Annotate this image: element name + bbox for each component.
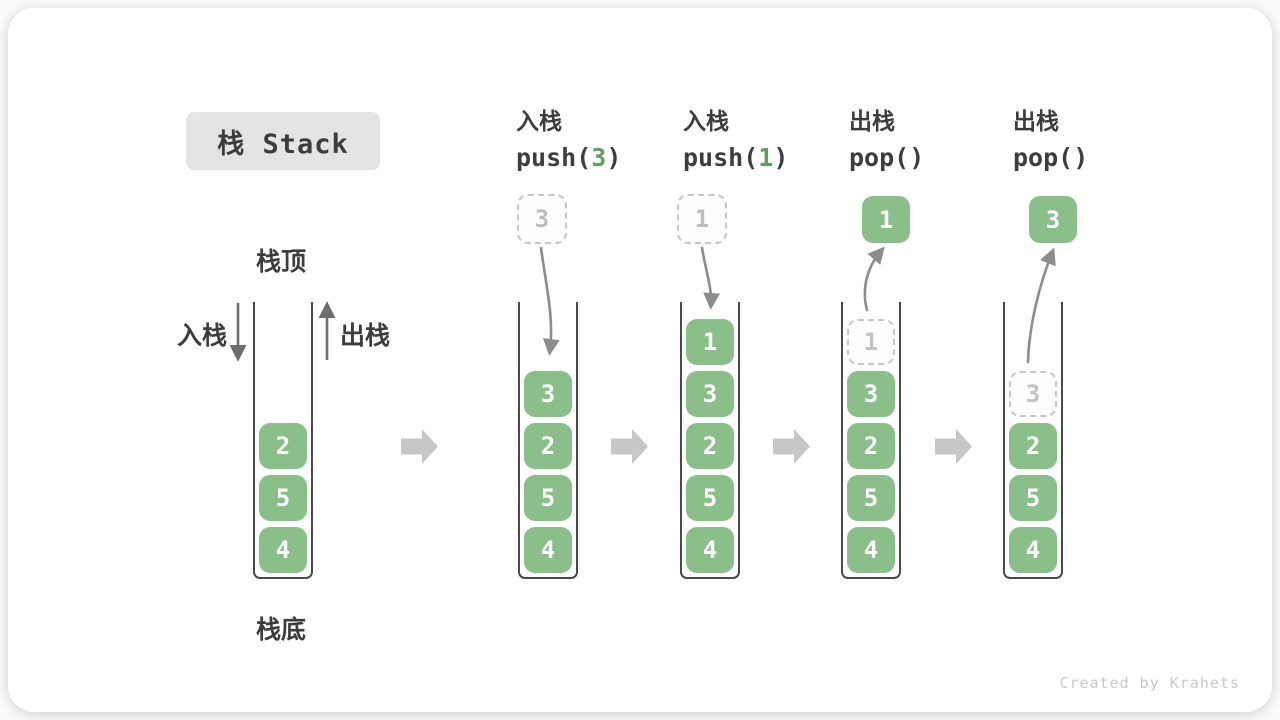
code-pre: pop( <box>1013 143 1074 172</box>
watermark: Created by Krahets <box>1059 674 1240 692</box>
stack-cell: 3 <box>847 371 895 417</box>
op-action: 入栈 <box>516 108 562 134</box>
incoming-value-box: 3 <box>517 194 567 244</box>
code-pre: push( <box>683 143 759 172</box>
code-arg: 3 <box>591 143 607 172</box>
op-code: push(3) <box>516 143 686 173</box>
code-pre: push( <box>516 143 592 172</box>
op-label-push-1: 入栈 push(1) <box>683 106 853 173</box>
op-code: pop() <box>1013 143 1183 173</box>
op-label-push-3: 入栈 push(3) <box>516 106 686 173</box>
stack-cell: 2 <box>259 423 307 469</box>
label-stack-top: 栈顶 <box>256 248 307 276</box>
stack-after-pop-3: 3 2 5 4 <box>1003 302 1063 579</box>
stack-cell: 3 <box>524 371 572 417</box>
flow-arrow-icon <box>401 429 438 464</box>
code-post: ) <box>773 143 789 172</box>
stack-cell: 2 <box>847 423 895 469</box>
stack-cell: 4 <box>524 527 572 573</box>
code-post: ) <box>606 143 622 172</box>
stack-cell: 3 <box>686 371 734 417</box>
stack-cell: 5 <box>1009 475 1057 521</box>
stack-cell: 5 <box>259 475 307 521</box>
stack-cell: 5 <box>847 475 895 521</box>
stack-cell: 4 <box>1009 527 1057 573</box>
stack-initial: 2 5 4 <box>253 302 313 579</box>
label-pop-side: 出栈 <box>340 322 391 350</box>
stack-after-push-3: 3 2 5 4 <box>518 302 578 579</box>
stack-after-pop-1: 1 3 2 5 4 <box>841 302 901 579</box>
op-label-pop-3: 出栈 pop() <box>1013 106 1183 173</box>
flow-arrow-icon <box>773 429 810 464</box>
op-action: 出栈 <box>849 108 895 134</box>
stack-cell: 5 <box>686 475 734 521</box>
op-code: pop() <box>849 143 1019 173</box>
op-action: 入栈 <box>683 108 729 134</box>
stack-cell: 4 <box>847 527 895 573</box>
code-post: ) <box>1073 143 1089 172</box>
stack-cell: 2 <box>524 423 572 469</box>
title-badge: 栈 Stack <box>186 112 380 170</box>
label-push-side: 入栈 <box>177 322 228 350</box>
label-stack-bottom: 栈底 <box>256 616 307 644</box>
op-action: 出栈 <box>1013 108 1059 134</box>
code-arg: 1 <box>758 143 774 172</box>
code-pre: pop( <box>849 143 910 172</box>
stack-cell: 2 <box>686 423 734 469</box>
flow-arrow-icon <box>611 429 648 464</box>
ghost-cell: 3 <box>1009 371 1057 417</box>
op-code: push(1) <box>683 143 853 173</box>
stack-cell: 5 <box>524 475 572 521</box>
incoming-value-box: 1 <box>677 194 727 244</box>
op-label-pop-1: 出栈 pop() <box>849 106 1019 173</box>
popped-value-box: 1 <box>862 196 910 243</box>
ghost-cell: 1 <box>847 319 895 365</box>
stack-cell: 4 <box>259 527 307 573</box>
popped-value-box: 3 <box>1029 196 1077 243</box>
stack-cell: 1 <box>686 319 734 365</box>
flow-arrow-icon <box>935 429 972 464</box>
stack-after-push-1: 1 3 2 5 4 <box>680 302 740 579</box>
code-post: ) <box>909 143 925 172</box>
stack-cell: 4 <box>686 527 734 573</box>
stack-cell: 2 <box>1009 423 1057 469</box>
